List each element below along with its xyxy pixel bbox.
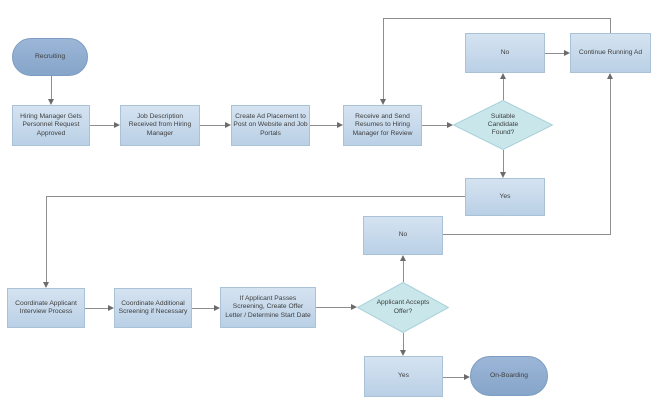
decision-suitable-candidate: Suitable Candidate Found? [453,100,553,150]
terminator-onboarding: On-Boarding [470,356,548,396]
node-label: Recruiting [34,52,66,60]
node-yes-suitable: Yes [465,178,545,216]
arrowhead-right-icon [351,304,357,310]
arrowhead-right-icon [114,122,120,128]
node-label: Suitable Candidate Found? [487,112,519,137]
diamond-shape [357,282,449,333]
connector-line [46,196,47,283]
diamond-shape [453,100,553,150]
connector-line [51,76,52,100]
process-coordinate-interview: Coordinate Applicant Interview Process [7,288,85,328]
process-job-description: Job Description Received from Hiring Man… [120,105,200,146]
arrowhead-right-icon [108,305,114,311]
arrowhead-right-icon [225,122,231,128]
node-label: Continue Running Ad [578,48,643,56]
connector-line [610,18,611,33]
arrowhead-up-icon [400,255,406,261]
connector-line [403,261,404,282]
node-label: Applicant Accepts Offer? [376,299,430,315]
connector-line [192,308,215,309]
node-yes-offer: Yes [364,356,443,397]
node-label: Create Ad Placement to Post on Website a… [233,113,308,137]
node-label: No [398,231,408,239]
arrowhead-right-icon [447,122,453,128]
process-offer-letter: If Applicant Passes Screening, Create Of… [220,287,316,328]
node-label: Coordinate Applicant Interview Process [15,299,77,315]
terminator-recruiting: Recruiting [12,38,88,76]
node-label: Hiring Manager Gets Personnel Request Ap… [20,113,82,137]
connector-line [316,307,351,308]
connector-line [503,79,504,100]
node-label: On-Boarding [490,371,528,379]
connector-line [443,234,611,235]
arrowhead-right-icon [564,50,570,56]
decision-applicant-accepts-offer: Applicant Accepts Offer? [357,282,449,333]
connector-line [503,150,504,173]
node-label: Coordinate Additional Screening if Neces… [118,299,188,315]
process-hiring-manager-approval: Hiring Manager Gets Personnel Request Ap… [12,105,90,146]
connector-line [545,53,565,54]
arrowhead-down-icon [500,172,506,178]
arrowhead-down-icon [43,282,49,288]
node-label: Yes [398,372,409,380]
connector-line [422,125,448,126]
process-create-ad-placement: Create Ad Placement to Post on Website a… [231,105,310,146]
connector-line [443,377,464,378]
arrowhead-up-icon [607,73,613,79]
connector-line [90,125,115,126]
process-continue-running-ad: Continue Running Ad [570,33,651,73]
arrowhead-right-icon [464,374,470,380]
node-label: Receive and Send Resumes to Hiring Manag… [352,113,413,137]
arrowhead-right-icon [214,305,220,311]
connector-line [610,79,611,235]
node-label: Yes [499,192,511,200]
connector-line [403,333,404,350]
node-label: If Applicant Passes Screening, Create Of… [225,295,311,319]
arrowhead-down-icon [48,99,54,105]
arrowhead-up-icon [500,73,506,79]
arrowhead-right-icon [337,122,343,128]
node-label: Job Description Received from Hiring Man… [128,113,192,137]
connector-line [383,18,384,99]
connector-line [310,125,338,126]
arrowhead-down-icon [380,99,386,105]
connector-line [85,308,109,309]
node-label: No [500,48,510,56]
arrowhead-down-icon [400,350,406,356]
connector-line [46,196,465,197]
node-no-offer: No [363,216,443,255]
process-additional-screening: Coordinate Additional Screening if Neces… [114,288,192,328]
connector-line [200,125,226,126]
node-no-suitable: No [465,33,545,73]
process-receive-send-resumes: Receive and Send Resumes to Hiring Manag… [343,105,422,146]
connector-line [383,18,611,19]
